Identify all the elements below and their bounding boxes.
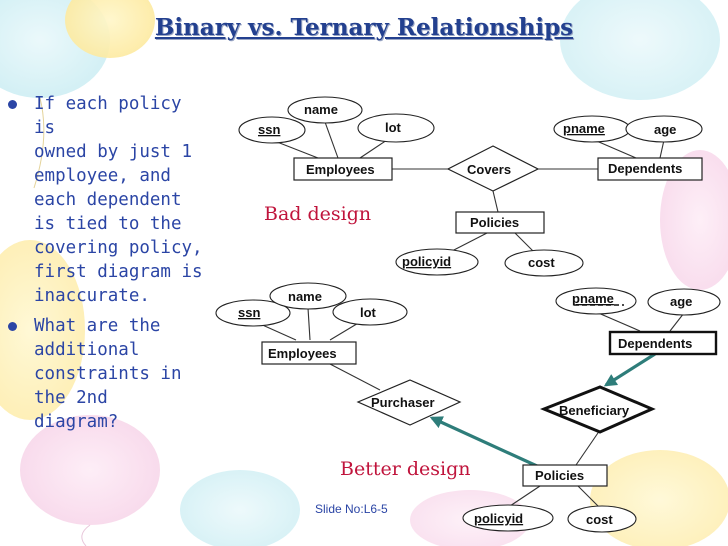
- bullet-line: is tied to the: [34, 214, 182, 234]
- entity-employees-label: Employees: [306, 162, 375, 177]
- bullet-item: What are the additional constraints in t…: [8, 314, 213, 434]
- entity-policies-label: Policies: [470, 215, 519, 230]
- entity-dependents-label: Dependents: [608, 161, 682, 176]
- attribute-age-label: age: [654, 122, 676, 137]
- entity-dependents: [597, 157, 703, 181]
- entity-employees-label: Employees: [268, 346, 337, 361]
- balloon-shape: [180, 470, 300, 546]
- attribute-name: [269, 282, 347, 310]
- bullet-line: covering policy,: [34, 238, 203, 258]
- entity-policies-label: Policies: [535, 468, 584, 483]
- balloon-shape: [560, 0, 720, 100]
- attribute-lot-label: lot: [385, 120, 402, 135]
- better-design-label: Better design: [340, 458, 471, 480]
- bullet-line: the 2nd: [34, 388, 108, 408]
- edge: [324, 121, 339, 159]
- attribute-lot: [332, 298, 408, 326]
- attribute-name-label: name: [304, 102, 338, 117]
- relationship-beneficiary-label: Beneficiary: [559, 403, 630, 418]
- edge: [449, 232, 488, 253]
- attribute-policyid-label: policyid: [474, 511, 523, 526]
- entity-policies: [455, 211, 545, 234]
- bullet-line: each dependent: [34, 190, 182, 210]
- balloon-shape: [20, 415, 160, 525]
- edge: [669, 312, 685, 332]
- attribute-policyid-label: policyid: [402, 254, 451, 269]
- relationship-covers-label: Covers: [467, 162, 511, 177]
- bad-design-label: Bad design: [264, 203, 372, 225]
- bullet-line: first diagram is: [34, 262, 203, 282]
- bullet-item: If each policy is owned by just 1 employ…: [8, 92, 213, 308]
- edge: [492, 190, 499, 213]
- edge: [575, 429, 601, 466]
- relationship-purchaser: [356, 379, 462, 426]
- attribute-pname-label: pname: [563, 121, 605, 136]
- attribute-pname: [555, 287, 637, 315]
- attribute-cost-label: cost: [586, 512, 613, 527]
- balloon-shape: [65, 0, 155, 58]
- entity-employees: [293, 157, 393, 181]
- relationship-beneficiary-identifying: [539, 385, 656, 434]
- edge: [307, 307, 311, 341]
- attribute-ssn-label: ssn: [258, 122, 280, 137]
- attribute-ssn: [215, 299, 291, 327]
- attribute-age: [625, 115, 703, 143]
- entity-policies: [522, 464, 608, 487]
- edge: [577, 485, 601, 509]
- slide-number: Slide No:L6-5: [315, 502, 388, 516]
- attribute-ssn-label: ssn: [238, 305, 260, 320]
- balloon-string: [33, 97, 45, 189]
- top-diagram: ssn name lot pname age policyid cost Emp…: [238, 96, 703, 277]
- bullet-line: constraints in: [34, 364, 182, 384]
- edge: [329, 363, 381, 391]
- bullet-line: employee, and: [34, 166, 171, 186]
- relationship-covers: [446, 145, 540, 192]
- attribute-policyid: [395, 248, 479, 276]
- edge: [329, 321, 361, 341]
- entity-employees: [261, 341, 357, 365]
- attribute-cost-label: cost: [528, 255, 555, 270]
- balloon-shape: [0, 240, 85, 420]
- attribute-lot: [357, 113, 435, 143]
- arrow-dependents-to-beneficiary: [603, 352, 656, 387]
- edge: [509, 485, 541, 507]
- attribute-cost: [504, 249, 584, 277]
- entity-dependents-weak: [608, 330, 718, 356]
- attribute-lot-label: lot: [360, 305, 377, 320]
- slide-title: Binary vs. Ternary Relationships: [154, 14, 574, 41]
- attribute-pname-label: pname: [572, 291, 614, 306]
- bottom-diagram: ssn name lot pname age policyid cost Emp…: [215, 282, 721, 533]
- balloon-shape: [660, 150, 728, 290]
- bullet-line: additional: [34, 340, 140, 360]
- entity-dependents-label: Dependents: [618, 336, 692, 351]
- attribute-name-label: name: [288, 289, 322, 304]
- attribute-age: [647, 288, 721, 316]
- balloon-string: [81, 524, 91, 546]
- relationship-purchaser-label: Purchaser: [371, 395, 435, 410]
- attribute-policyid: [462, 504, 554, 532]
- bullet-line: If each policy is: [34, 94, 182, 138]
- edge: [659, 139, 665, 159]
- attribute-cost: [567, 505, 637, 533]
- bullet-line: diagram?: [34, 412, 119, 432]
- edge: [514, 232, 536, 254]
- bullet-list: If each policy is owned by just 1 employ…: [8, 92, 213, 440]
- attribute-ssn: [238, 116, 306, 144]
- edge: [595, 311, 641, 332]
- bullet-line: inaccurate.: [34, 286, 150, 306]
- bullet-line: What are the: [34, 316, 161, 336]
- attribute-name: [287, 96, 363, 124]
- attribute-age-label: age: [670, 294, 692, 309]
- bullet-line: owned by just 1: [34, 142, 193, 162]
- arrow-policies-to-purchaser: [429, 416, 538, 468]
